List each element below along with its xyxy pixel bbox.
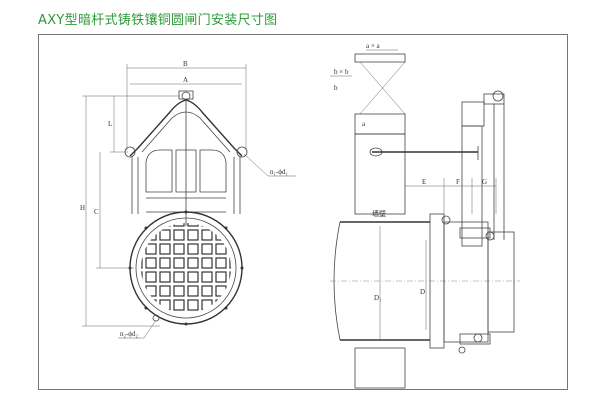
headstock-top [354,53,406,63]
pipe [340,221,430,341]
gate-body [443,221,489,343]
dim-A: A [183,76,188,84]
page-title: AXY型暗杆式铸铁镶铜圆闸门安装尺寸图 [38,13,278,28]
guide-top [461,101,485,127]
dim-axa: a × a [366,42,381,50]
side-rails [131,157,241,214]
top-boss [178,90,194,100]
side-view: a × a b × b b a [330,42,520,389]
dim-C: C [94,208,99,216]
dim-bxb: b × b [334,68,349,76]
dim-a: a [362,120,366,128]
label-bolt-bottom: n₂-ϕd₂ [120,330,138,338]
dim-B: B [183,60,188,68]
drawing-frame [38,34,568,390]
dim-D1: D₁ [374,294,382,302]
gate-ring-inner [135,217,237,319]
wall-lower [354,347,406,389]
dim-L: L [108,120,112,128]
dim-E: E [422,178,426,186]
label-wall: 墙壁 [372,209,386,218]
front-view: B A H C L n₁-ϕd₁ n₂-ϕd₂ [80,60,296,339]
dim-H: H [80,204,85,212]
label-bolt-top: n₁-ϕd₁ [270,168,288,176]
lug-right [236,146,248,158]
ring-bolts [128,210,244,326]
guide-rails [493,104,505,240]
dim-D: D [420,288,425,296]
dim-G: G [482,178,487,186]
dim-b: b [334,84,338,92]
wall-upper [354,133,406,215]
gate-grate [141,223,231,313]
dim-F: F [456,178,460,186]
